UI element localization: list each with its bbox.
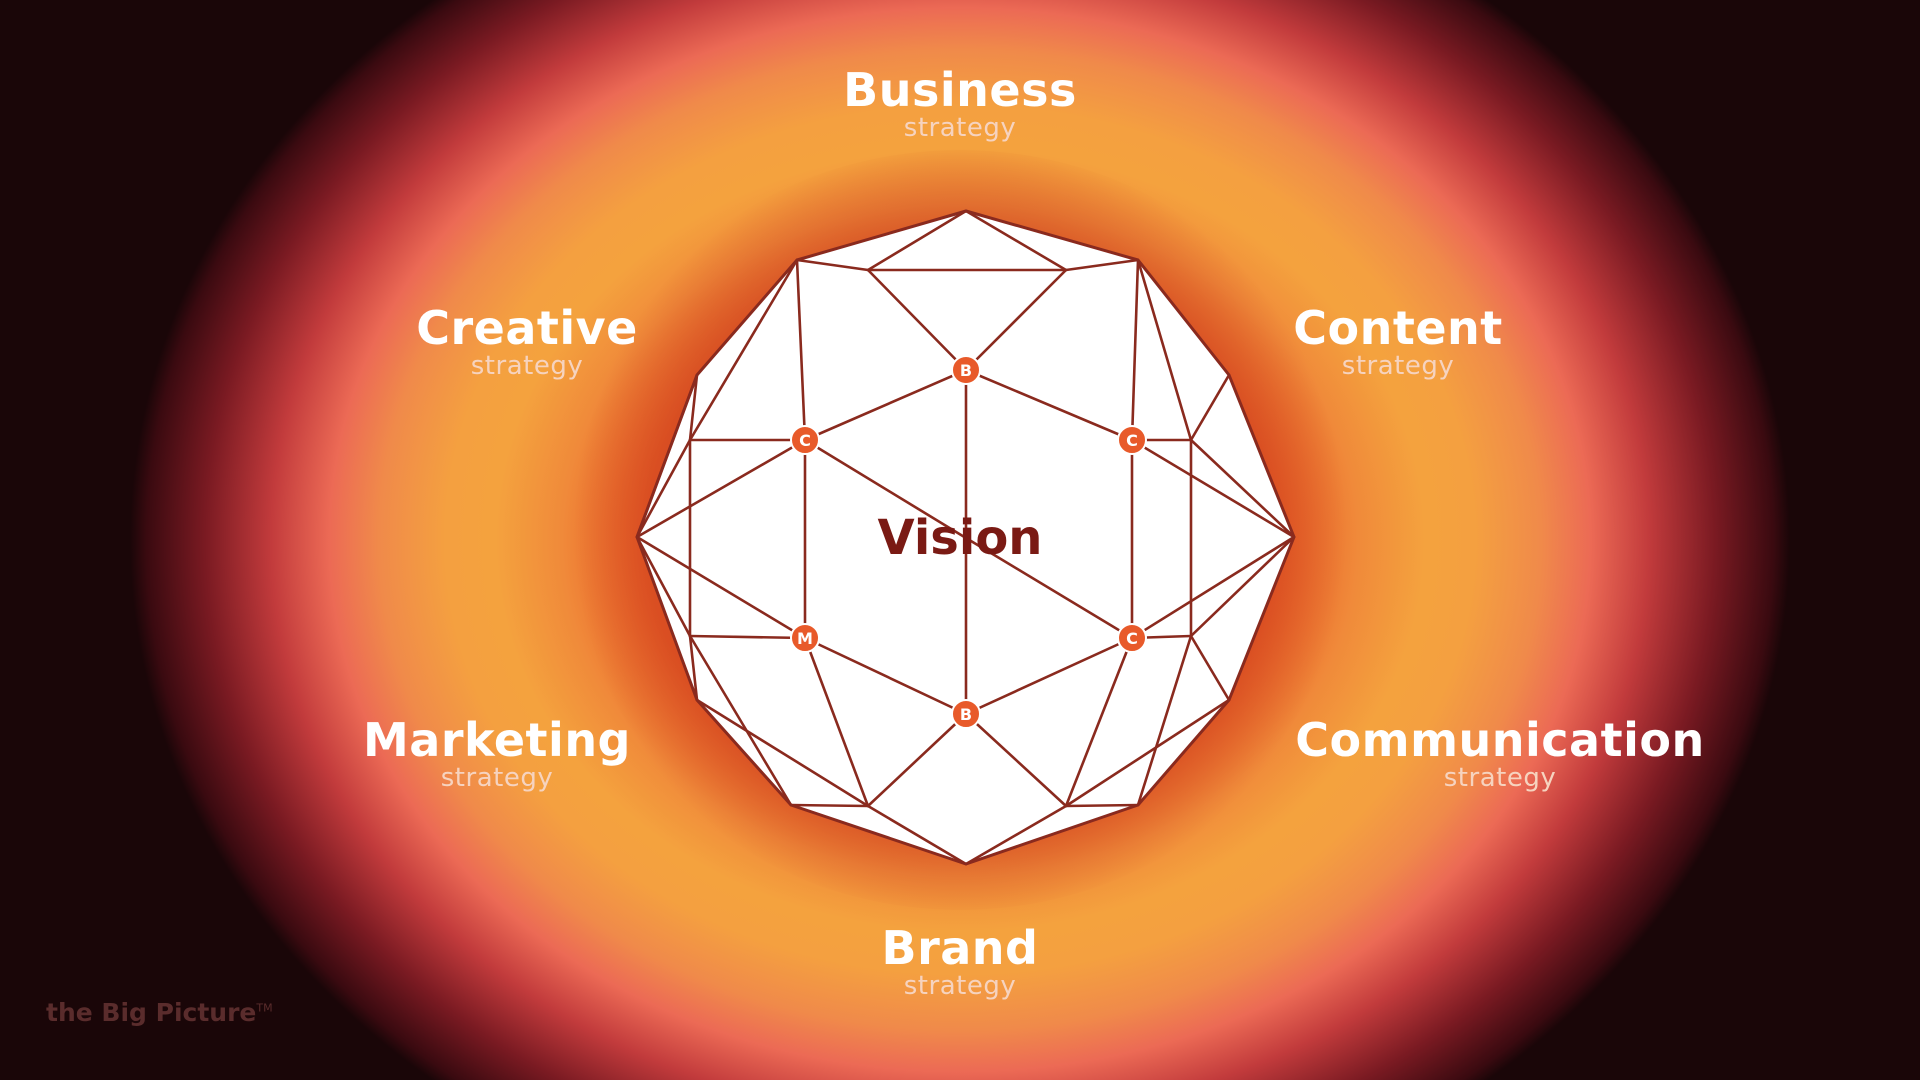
wireframe-edge [635,535,692,638]
node-letter: C [799,431,811,450]
strategy-subtitle: strategy [903,971,1017,1001]
node-marker: C [1117,425,1147,455]
wireframe-edge [1136,634,1193,807]
wireframe-edge [964,636,1134,716]
wireframe-edge [1130,535,1296,640]
strategy-title: Creative [416,301,638,355]
wireframe-edge [1130,258,1140,442]
node-marker: C [790,425,820,455]
node-circle [1117,425,1147,455]
strategy-communication: Communication strategy [1295,716,1704,792]
wireframe-edge [688,258,799,442]
node-marker: M [790,623,820,653]
wireframe-edge [803,636,968,716]
node-circle [951,699,981,729]
wireframe-edge [964,804,1068,866]
strategy-title: Communication [1295,713,1705,767]
wireframe-edge [795,258,870,272]
wireframe-edge [795,258,807,442]
trademark-mark: TM [256,1001,273,1015]
strategy-content: Content strategy [1293,304,1503,380]
wireframe-edge [964,268,1068,372]
wireframe-edge [964,712,1068,808]
strategy-creative: Creative strategy [416,304,638,380]
strategy-title: Content [1293,301,1503,355]
strategy-business: Business strategy [843,66,1077,142]
strategy-marketing: Marketing strategy [363,716,631,792]
node-letter: C [1126,629,1138,648]
wireframe-edge [964,209,1068,272]
node-circle [951,355,981,385]
wireframe-edge [866,268,968,372]
polygon-inner-lines [635,209,1296,866]
wireframe-edge [1189,535,1296,638]
brand-logo: the Big PictureTM [46,998,273,1027]
strategy-subtitle: strategy [1443,763,1557,793]
wireframe-edge [688,373,699,442]
node-circle [790,425,820,455]
wireframe-edge [866,712,968,808]
node-letter: M [797,629,813,648]
node-letter: C [1126,431,1138,450]
wireframe-edge [803,636,870,808]
wireframe-edge [803,438,968,540]
strategy-subtitle: strategy [903,113,1017,143]
wireframe-edge [688,634,793,807]
wireframe-edge [1064,636,1134,808]
node-circle [790,623,820,653]
wireframe-edge [1136,258,1193,442]
node-letter: B [960,361,972,380]
wireframe-edge [866,804,968,866]
strategy-title: Brand [881,921,1039,975]
wireframe-edge [1064,803,1140,808]
wireframe-edge [635,373,699,539]
strategy-subtitle: strategy [470,351,584,381]
node-circle [1117,623,1147,653]
wireframe-edge [688,634,699,702]
wireframe-edge [1064,258,1140,272]
strategy-subtitle: strategy [440,763,554,793]
wireframe-edge [866,209,968,272]
wireframe-edge [1189,373,1231,442]
brand-logo-text: the Big Picture [46,998,257,1027]
node-letter: B [960,705,972,724]
wireframe-edge [695,698,870,808]
wireframe-edge [1130,438,1296,539]
wireframe-edge [688,634,807,640]
strategy-subtitle: strategy [1341,351,1455,381]
node-marker: B [951,355,981,385]
wireframe-edge [635,438,692,539]
strategy-title: Business [843,63,1077,117]
wireframe-edge [635,535,807,640]
node-marker: B [951,699,981,729]
node-marker: C [1117,623,1147,653]
wireframe-edge [1189,438,1296,539]
center-label: Vision [877,510,1043,566]
strategy-brand: Brand strategy [882,924,1039,1000]
wireframe-edge [789,803,870,808]
wireframe-edge [1189,634,1231,702]
wireframe-edge [964,368,1134,442]
node-markers: B C C B M C [790,355,1147,729]
wireframe-edge [1064,698,1231,808]
wireframe-edge [964,536,1134,640]
strategy-title: Marketing [363,713,631,767]
wireframe-edge [635,438,807,539]
wireframe-edge [803,368,968,442]
